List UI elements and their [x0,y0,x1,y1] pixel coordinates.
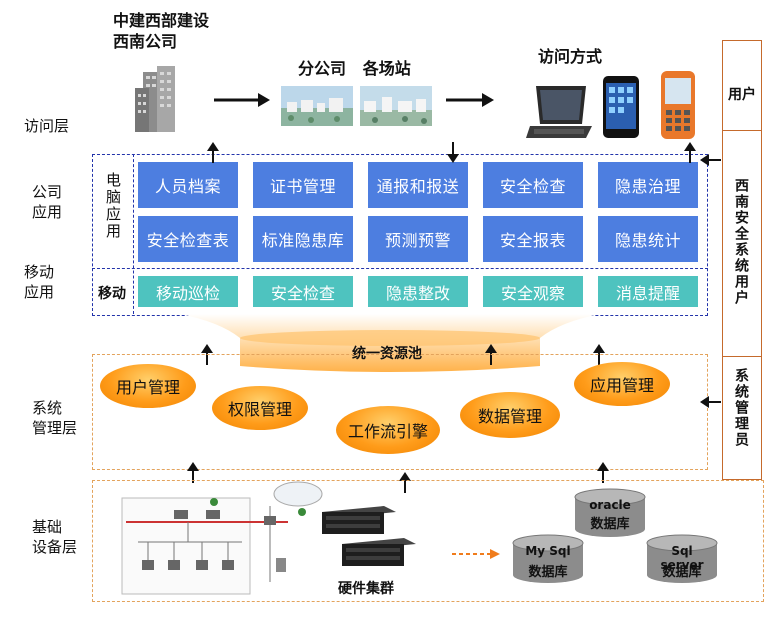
module-notice-report[interactable]: 通报和报送 [368,162,468,208]
access-layer-label: 访问层 [24,117,70,135]
roles-divider [722,130,762,131]
mgmt-data[interactable]: 数据管理 [460,392,560,438]
arrow-right-dashed-icon [452,549,500,559]
access-methods-title: 访问方式 [538,47,603,66]
module-hazard-library[interactable]: 标准隐患库 [253,216,353,262]
infra-layer-label: 基础 设备层 [32,518,78,556]
handheld-terminal-icon [661,71,695,139]
resource-pool-funnel [180,314,600,372]
roles-divider [722,356,762,357]
module-personnel-files[interactable]: 人员档案 [138,162,238,208]
role-user: 用户 [728,87,756,103]
mobile-divider [92,268,708,269]
database-cylinder-icon [646,534,718,583]
branch-site-image [281,86,353,126]
role-southwest-users: 西南安全系统用户 [733,178,749,306]
mobile-safety-observe[interactable]: 安全观察 [483,276,583,307]
arrow-left-icon [700,396,721,408]
database-cylinder-icon [574,488,646,537]
office-building-icon [135,66,175,132]
mobile-section-label: 移动 [98,286,126,302]
mobile-hazard-rectify[interactable]: 隐患整改 [368,276,468,307]
module-forecast-warning[interactable]: 预测预警 [368,216,468,262]
arrow-right-icon [446,93,494,107]
pc-app-label: 电脑应用 [104,172,122,240]
mobile-patrol[interactable]: 移动巡检 [138,276,238,307]
arrow-down-icon [447,142,459,163]
mobile-safety-inspection[interactable]: 安全检查 [253,276,353,307]
site-station-image [360,86,432,126]
mgmt-user[interactable]: 用户管理 [100,364,196,408]
roles-column [722,40,762,480]
arrow-up-icon [684,142,696,163]
branches-title: 分公司 各场站 [298,59,411,78]
hardware-cluster-label: 硬件集群 [338,581,394,597]
network-topology-diagram [121,481,323,595]
arrow-up-icon [399,472,411,493]
mobile-app-label: 移动 应用 [24,263,55,301]
mgmt-app[interactable]: 应用管理 [574,362,670,406]
db-mysql-name: My Sql [525,544,571,558]
server-rack-icon [342,538,416,566]
arrow-up-icon [207,142,219,163]
server-rack-icon [322,506,396,534]
mobile-message-alert[interactable]: 消息提醒 [598,276,698,307]
database-cylinder-icon [512,534,584,583]
system-mgmt-area-border [92,354,708,470]
module-hazard-governance[interactable]: 隐患治理 [598,162,698,208]
db-oracle-name: oracle [589,498,631,512]
mgmt-permission[interactable]: 权限管理 [212,386,308,430]
smartphone-icon [603,76,639,138]
arrow-left-icon [700,154,721,166]
system-mgmt-label: 系统 管理层 [32,399,78,437]
laptop-icon [526,86,592,138]
db-mysql-label: 数据库 [528,565,568,580]
role-system-admin: 系统管理员 [733,368,749,448]
module-safety-report[interactable]: 安全报表 [483,216,583,262]
mgmt-workflow[interactable]: 工作流引擎 [336,406,440,454]
pc-mobile-divider [133,154,134,314]
module-hazard-statistics[interactable]: 隐患统计 [598,216,698,262]
infra-area-border [92,480,764,602]
db-oracle-label: 数据库 [590,517,630,532]
company-title: 中建西部建设 西南公司 [113,11,210,51]
db-sqlserver-label: 数据库 [662,565,702,580]
company-app-label: 公司 应用 [32,183,63,221]
module-certificate-mgmt[interactable]: 证书管理 [253,162,353,208]
db-sqlserver-name: Sql server [660,544,704,572]
module-inspection-checklist[interactable]: 安全检查表 [138,216,238,262]
arrow-right-icon [214,93,270,107]
module-safety-inspection[interactable]: 安全检查 [483,162,583,208]
